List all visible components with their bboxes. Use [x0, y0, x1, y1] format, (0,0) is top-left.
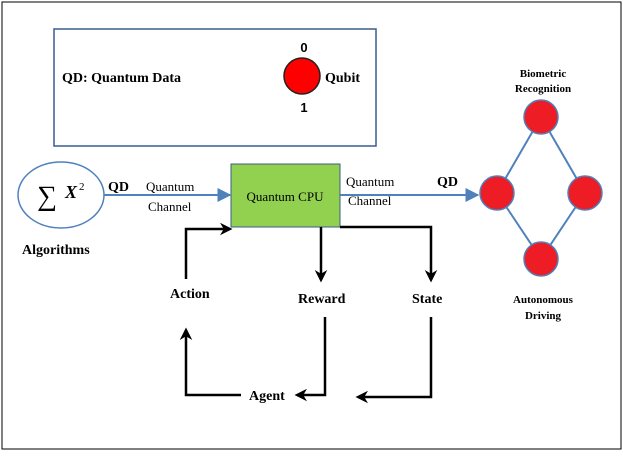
graph-node-top	[523, 99, 559, 135]
reward-label: Reward	[298, 292, 346, 307]
reward-to-agent-arrow	[294, 317, 327, 402]
app-top-line1: Biometric	[520, 68, 567, 80]
formula-variable: X	[64, 182, 78, 202]
graph-node-left	[479, 175, 515, 211]
formula-exponent: 2	[79, 181, 85, 193]
qubit-label: Qubit	[325, 71, 360, 86]
agent-label: Agent	[249, 389, 285, 404]
left-channel-line2: Channel	[148, 199, 192, 214]
quantum-cpu-box	[230, 163, 341, 228]
application-graph	[479, 99, 603, 277]
rl-loop	[179, 222, 438, 404]
right-channel-line1: Quantum	[346, 174, 394, 189]
right-channel-qd: QD	[437, 175, 458, 190]
quantum-cpu-label: Quantum CPU	[247, 189, 325, 204]
graph-node-right	[567, 175, 603, 211]
action-arrow	[184, 222, 233, 279]
formula-sum: ∑	[37, 181, 57, 212]
graph-node-bottom	[523, 241, 559, 277]
state-to-agent-arrow	[355, 317, 433, 404]
legend-box	[53, 28, 377, 147]
left-channel-qd: QD	[108, 180, 129, 195]
app-bottom-line2: Driving	[525, 310, 562, 322]
qubit-state-zero: 0	[300, 40, 307, 55]
algorithms-label: Algorithms	[22, 243, 90, 258]
agent-to-action-arrow	[179, 327, 241, 397]
qubit-state-one: 1	[300, 100, 307, 115]
legend-qd-label: QD: Quantum Data	[62, 71, 181, 86]
app-top-line2: Recognition	[515, 83, 571, 95]
right-channel-line2: Channel	[348, 193, 392, 208]
outer-frame	[1, 1, 622, 450]
state-arrow	[340, 225, 438, 283]
left-channel-line1: Quantum	[146, 179, 194, 194]
state-label: State	[412, 292, 442, 307]
app-bottom-line1: Autonomous	[513, 294, 574, 306]
qubit-circle	[283, 57, 321, 95]
algorithms-ellipse	[17, 161, 105, 229]
action-label: Action	[170, 287, 210, 302]
